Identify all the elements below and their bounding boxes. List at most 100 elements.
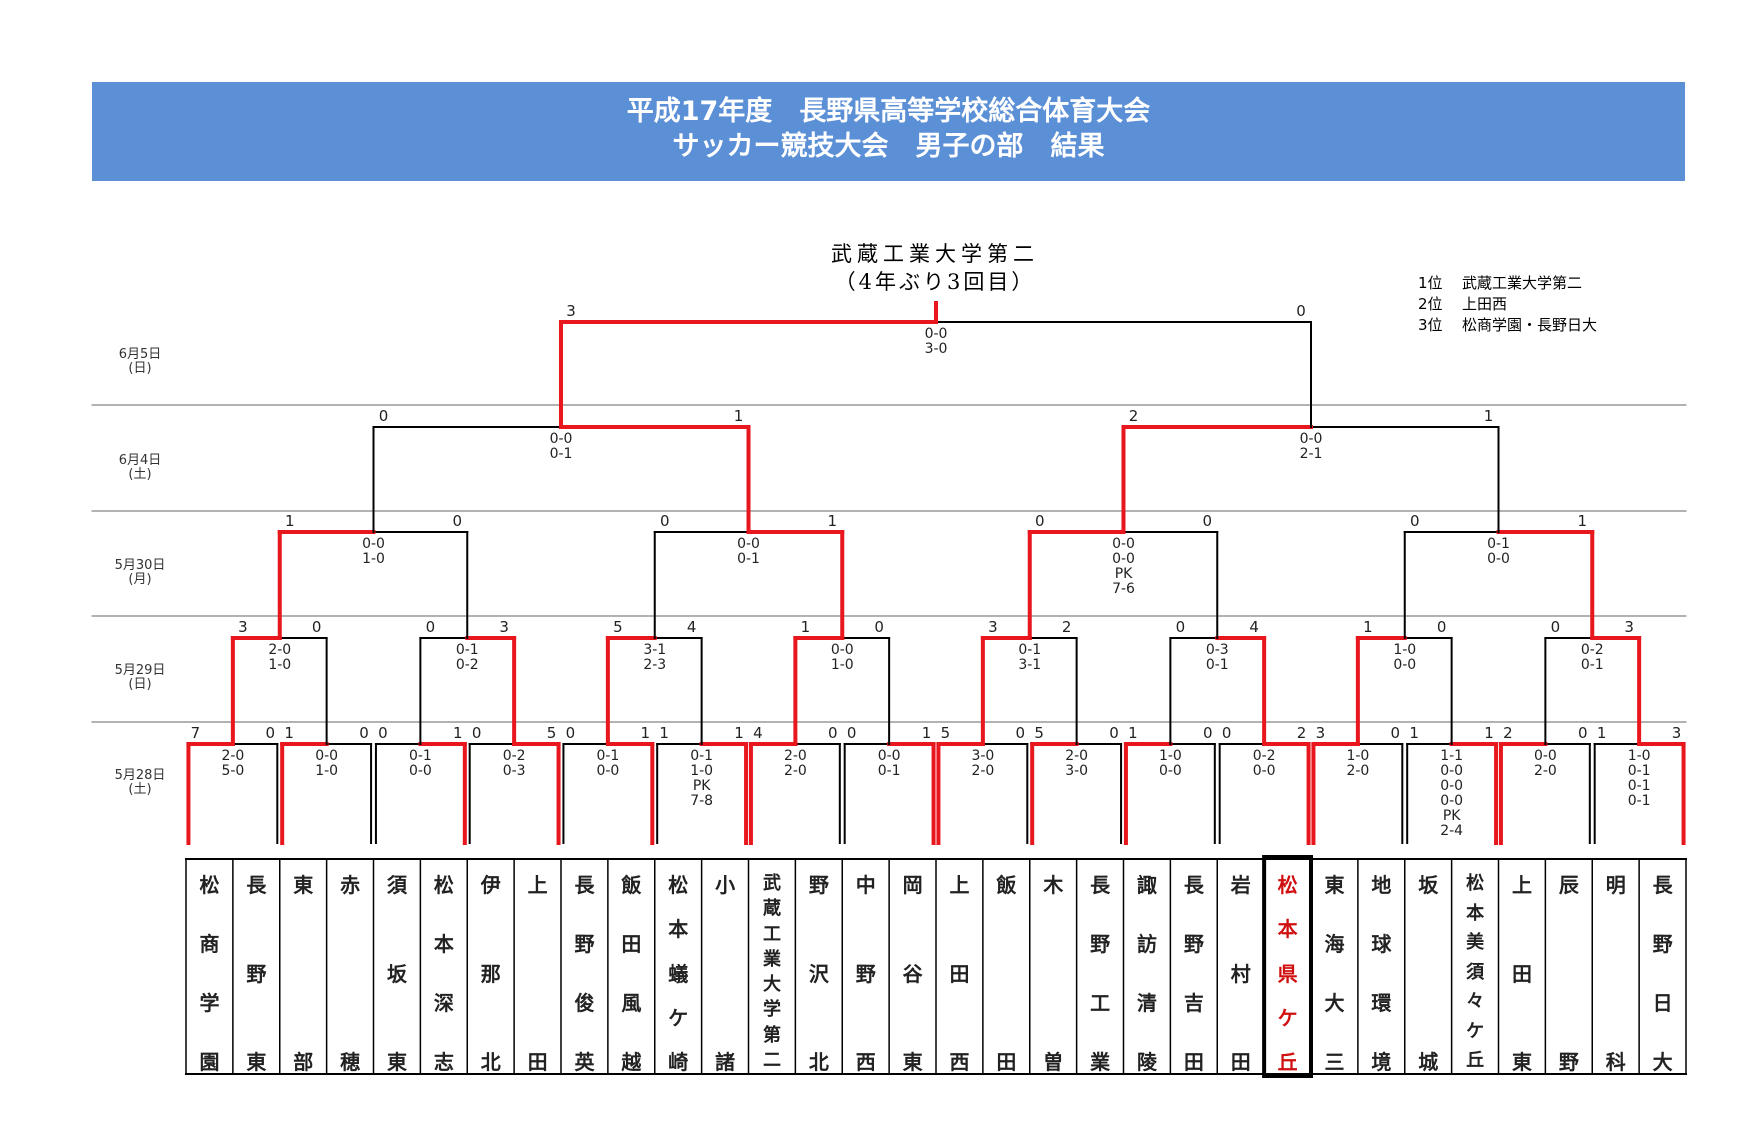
team-name-char: 業 [1090,1050,1111,1074]
team-name-char: 上 [1511,873,1532,897]
team-name-char: 岩 [1230,873,1251,897]
match-score-left: 0 [1410,512,1420,530]
match-score-right: 3 [1672,724,1682,742]
half-score: 0-2 [1581,642,1604,658]
half-score: 0-0 [1300,431,1323,447]
half-score: 1-0 [1393,642,1416,658]
team-name-char: 深 [433,991,454,1015]
weekday-label: (土) [128,782,152,797]
team-name-char: ケ [1466,1020,1485,1042]
match-score-left: 5 [1034,724,1044,742]
half-score: 7-8 [690,793,713,809]
team-name-char: 本 [668,917,689,942]
team-name-char: 野 [246,961,267,986]
team-name-char: 東 [246,1050,267,1074]
half-score: 3-1 [643,642,666,658]
date-label: 5月30日 [114,558,166,573]
half-score: 0-0 [878,748,901,764]
team-name-char: 三 [1324,1050,1345,1074]
team-name-char: 海 [1324,932,1345,956]
team-name-char: 工 [762,923,781,945]
half-score: 1-0 [831,657,854,673]
team-name-char: 上 [527,873,548,897]
team-name-char: 武 [762,873,781,894]
half-score: 1-0 [362,551,385,567]
match-score-right: 2 [1062,618,1072,636]
match-score-left: 0 [566,724,576,742]
half-score: 0-1 [596,748,619,764]
match-score-right: 0 [1578,724,1588,742]
match-score-right: 0 [266,724,276,742]
champion-note: 武蔵工業大学第二 （4年ぶり3回目） [800,240,1070,296]
match-score-left: 5 [941,724,951,742]
match-score-left: 2 [1503,724,1513,742]
half-score: 0-0 [550,431,573,447]
team-name-char: 野 [1652,932,1673,956]
half-score: 0-0 [1393,657,1416,673]
team-name-char: 越 [621,1050,642,1074]
half-score: 0-0 [1253,763,1276,779]
team-name-char: 須 [1466,961,1485,983]
match-score-left: 3 [988,618,998,636]
team-name-char: ケ [1277,1005,1298,1030]
half-score: 2-0 [1346,763,1369,779]
rank-label: 2位 [1418,295,1443,313]
match-score-left: 7 [191,724,201,742]
half-score: 0-1 [550,446,573,462]
match-score-right: 2 [1297,724,1307,742]
team-name-char: 野 [574,932,595,956]
team-name-char: 科 [1605,1050,1626,1074]
match-score-left: 0 [379,407,389,425]
team-name-char: 木 [1043,873,1064,897]
team-name-char: 境 [1371,1050,1392,1074]
half-score: 0-1 [1628,763,1651,779]
team-name-char: 沢 [808,961,829,986]
match-score-left: 0 [1176,618,1186,636]
team-name-char: 飯 [996,873,1017,897]
team-name-char: 蟻 [668,961,689,986]
match-score-left: 4 [753,724,763,742]
match-score-left: 0 [1551,618,1561,636]
highlight-team-box [1262,855,1313,1078]
half-score: 2-0 [971,763,994,779]
half-score: 0-0 [1534,748,1557,764]
half-score: 0-0 [596,763,619,779]
team-name-char: 松 [668,873,689,897]
match-score-right: 3 [1624,618,1634,636]
team-name-char: 俊 [574,991,595,1015]
team-name-char: 環 [1371,991,1392,1015]
team-name-char: 東 [1324,873,1345,897]
match-score-right: 0 [452,512,462,530]
half-score: 1-0 [268,657,291,673]
team-name-char: 諸 [715,1050,736,1074]
team-name-char: 東 [1511,1050,1532,1074]
weekday-label: (日) [128,677,152,692]
half-score: 3-1 [1018,657,1041,673]
half-score: 2-0 [784,748,807,764]
half-score: 0-1 [1628,778,1651,794]
ranking-row: 2位上田西 [1418,294,1597,315]
team-name-char: 松 [1466,873,1485,894]
team-name-char: 東 [293,873,314,897]
team-name-char: 園 [199,1050,220,1074]
team-name-char: 田 [1511,961,1532,986]
half-score: 0-1 [690,748,713,764]
team-name-char: 明 [1605,873,1626,897]
half-score: 0-0 [737,536,760,552]
team-name-char: 西 [855,1050,876,1074]
team-name-char: 野 [808,873,829,897]
half-score: 3-0 [971,748,994,764]
team-name-char: 田 [1230,1050,1251,1074]
match-score-right: 1 [453,724,463,742]
half-score: 1-0 [1159,748,1182,764]
ranking-row: 3位松商学園・長野日大 [1418,315,1597,336]
team-name-char: 田 [949,961,970,986]
match-score-left: 1 [801,618,811,636]
half-score: 3-0 [925,341,948,357]
team-name-char: 丘 [1277,1050,1298,1074]
match-score-right: 0 [1437,618,1447,636]
date-label: 5月29日 [114,663,166,678]
team-name-char: 坂 [1418,873,1439,897]
match-score-right: 4 [687,618,697,636]
title-banner: 平成17年度 長野県高等学校総合体育大会 サッカー競技大会 男子の部 結果 [92,82,1685,181]
